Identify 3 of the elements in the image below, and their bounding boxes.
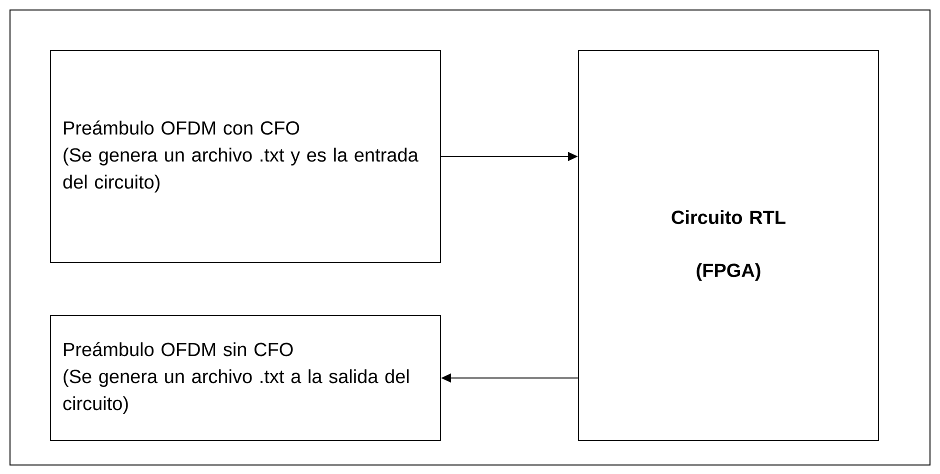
block-box: Preámbulo OFDM con CFO (Se genera un archivo .txt y es la entrada del circuito)	[50, 50, 441, 263]
block-box: Circuito RTL (FPGA)	[578, 50, 879, 441]
block-box: Preámbulo OFDM sin CFO (Se genera un archivo .txt a la salida del circuito)	[50, 315, 441, 441]
